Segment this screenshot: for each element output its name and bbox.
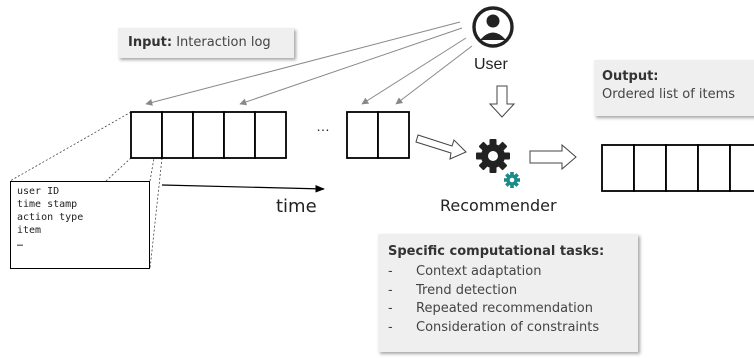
task-item: -Context adaptation (388, 264, 542, 279)
input-callout-text: Interaction log (172, 35, 271, 50)
task-item: -Trend detection (388, 282, 518, 298)
time-arrow (161, 184, 325, 193)
user-avatar-icon (472, 6, 514, 48)
record-field: … (17, 238, 24, 249)
recommender-gear-icon (476, 139, 510, 173)
recommender-label: Recommender (440, 196, 557, 215)
log-record-detail: user ID time stamp action type item … (10, 181, 150, 269)
task-item: -Repeated recommendation (388, 301, 593, 316)
log-to-recommender-arrow (415, 134, 467, 160)
record-field: item (17, 225, 42, 236)
output-list-cells (601, 144, 754, 192)
record-field: user ID (17, 186, 60, 197)
record-field: time stamp (17, 199, 78, 210)
output-callout-text: Ordered list of items (602, 87, 736, 102)
tasks-list: -Context adaptation -Trend detection -Re… (388, 263, 638, 337)
interaction-log-cells-recent (346, 111, 410, 159)
output-callout-bold: Output: (602, 69, 659, 84)
tasks-title: Specific computational tasks: (388, 244, 605, 259)
tasks-callout: Specific computational tasks: -Context a… (378, 234, 638, 352)
record-field: action type (17, 212, 84, 223)
user-label: User (474, 56, 508, 73)
arrow-user-cell-2 (239, 27, 463, 106)
recommender-to-output-arrow (529, 143, 577, 171)
task-item: -Consideration of constraints (388, 319, 600, 335)
input-callout-bold: Input: (128, 35, 173, 50)
small-gear-icon (504, 172, 520, 188)
ellipsis-label: … (316, 118, 331, 134)
output-callout: Output: Ordered list of items (594, 60, 754, 116)
arrow-user-cell-3 (361, 37, 467, 105)
arrow-user-cell-4 (395, 45, 473, 105)
user-to-recommender-arrow (488, 85, 516, 118)
time-label: time (276, 196, 317, 217)
input-callout: Input: Interaction log (118, 28, 294, 58)
arrow-user-cell-1 (145, 21, 461, 106)
interaction-log-cells (130, 111, 287, 159)
user-to-log-arrows (145, 21, 473, 106)
